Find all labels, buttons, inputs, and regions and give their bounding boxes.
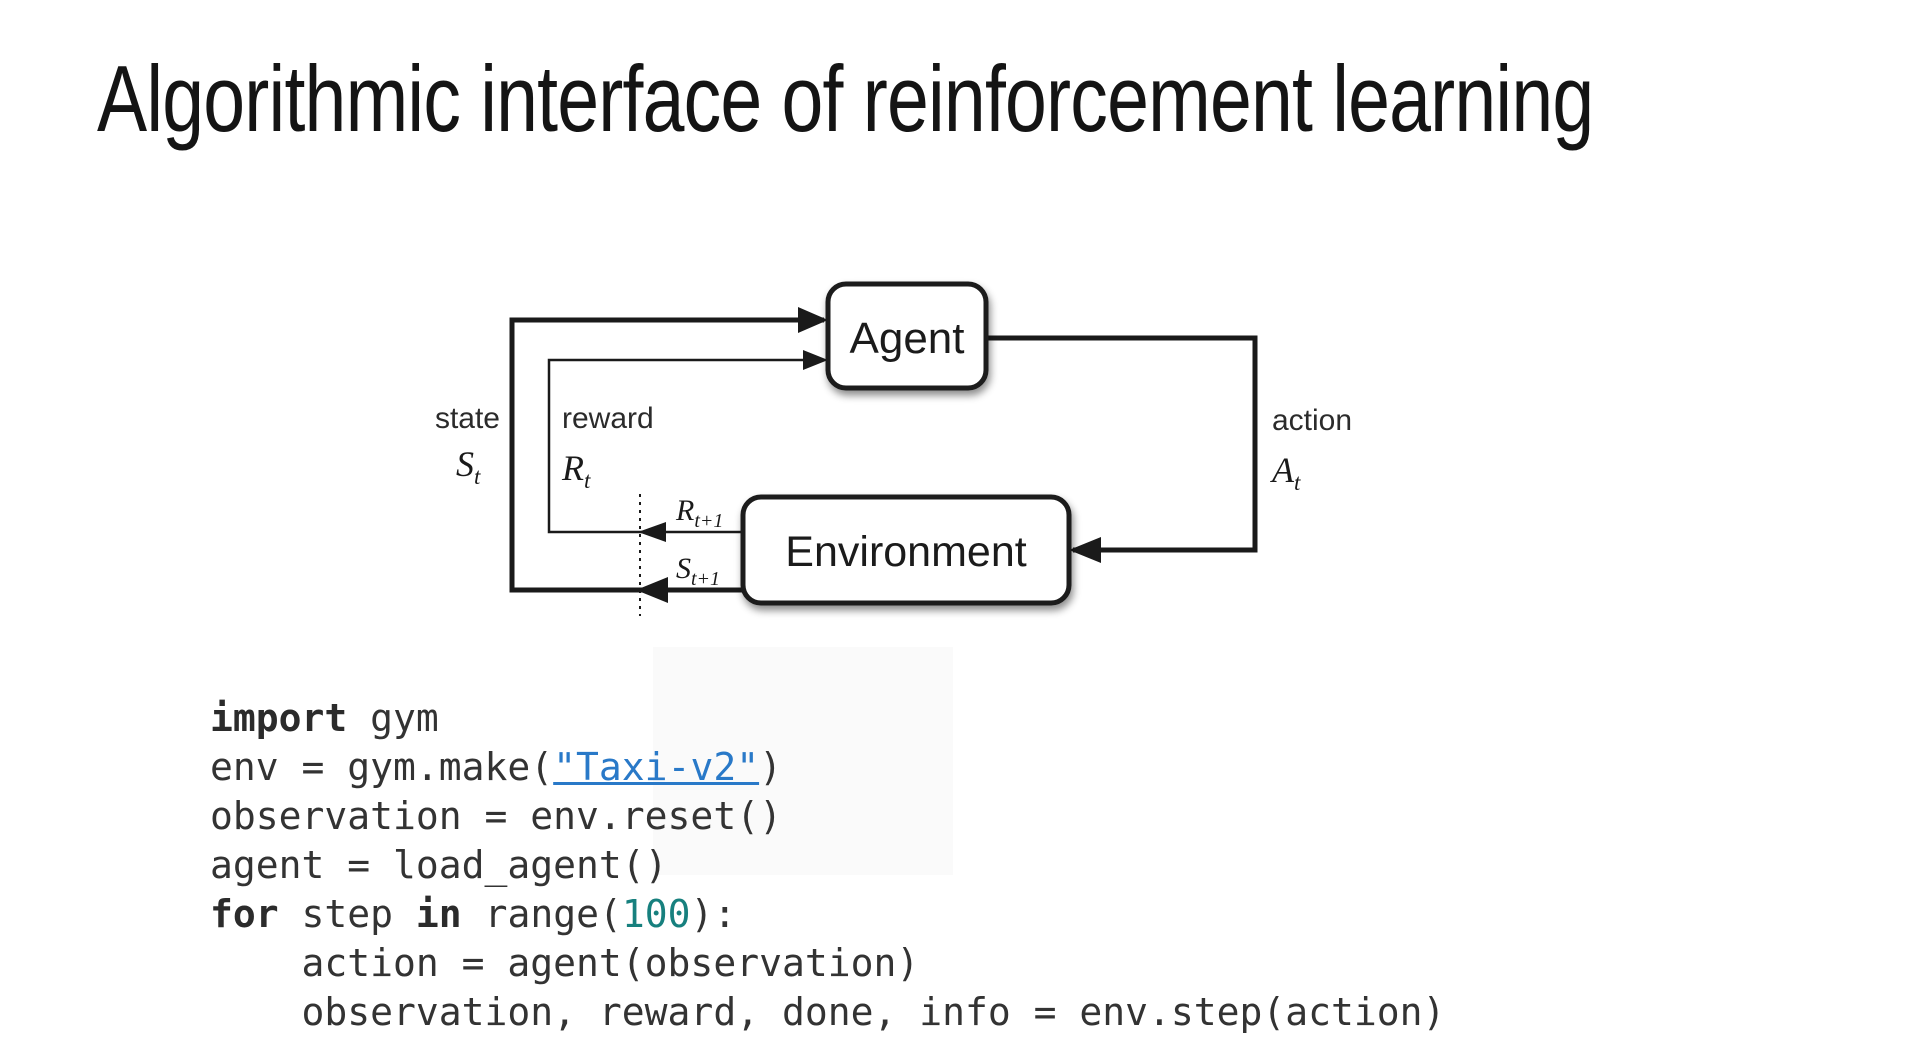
agent-label: Agent	[850, 314, 965, 363]
next-state-arrowhead	[636, 577, 668, 603]
code-line: env = gym.make("Taxi-v2")	[210, 743, 1445, 792]
code-token: step	[278, 892, 416, 936]
code-background-artifact	[653, 647, 953, 875]
reward-label: reward	[562, 402, 654, 435]
reward-symbol: Rt	[561, 448, 591, 493]
code-token: observation, reward, done, info = env.st…	[210, 990, 1446, 1034]
code-token: for	[210, 892, 279, 936]
code-line: import gym	[210, 694, 1445, 743]
environment-box	[740, 494, 1072, 606]
state-symbol: St	[456, 444, 481, 489]
code-token: action = agent(observation)	[210, 941, 920, 985]
code-token: agent = load_agent()	[210, 843, 668, 887]
code-line: action = agent(observation)	[210, 939, 1445, 988]
action-loop-line	[985, 335, 1258, 553]
state-arrowhead-into-agent	[798, 307, 828, 333]
state-loop-line	[509, 317, 824, 593]
reward-arrowhead-into-agent	[803, 350, 828, 370]
code-token: gym	[347, 696, 439, 740]
slide-title: Algorithmic interface of reinforcement l…	[97, 46, 1594, 151]
code-token: range(	[461, 892, 622, 936]
action-arrowhead-into-environment	[1069, 537, 1101, 563]
code-line: agent = load_agent()	[210, 841, 1445, 890]
next-reward-symbol: Rt+1	[675, 494, 723, 532]
state-label: state	[435, 402, 500, 435]
code-line: observation = env.reset()	[210, 792, 1445, 841]
environment-label: Environment	[785, 528, 1026, 576]
code-token: )	[759, 745, 782, 789]
code-link-taxi-v2[interactable]: "Taxi-v2"	[553, 745, 760, 789]
agent-box	[825, 281, 989, 391]
code-token: 100	[621, 892, 691, 936]
action-symbol: At	[1270, 450, 1301, 495]
code-token: import	[210, 696, 348, 740]
code-token: in	[415, 892, 462, 936]
code-line: observation, reward, done, info = env.st…	[210, 988, 1446, 1037]
action-label: action	[1272, 404, 1352, 437]
code-line: for step in range(100):	[210, 890, 1445, 939]
next-state-symbol: St+1	[676, 552, 720, 590]
next-reward-arrowhead	[638, 522, 666, 542]
code-token: ):	[690, 892, 737, 936]
code-token: env = gym.make(	[210, 745, 554, 789]
code-token: observation = env.reset()	[210, 794, 782, 838]
